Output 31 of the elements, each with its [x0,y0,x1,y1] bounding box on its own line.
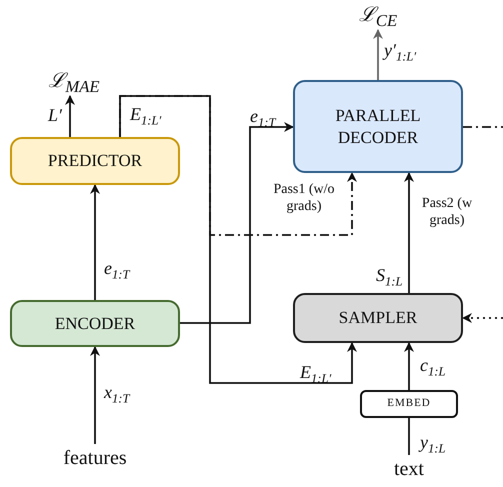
process-box: PARALLEL DECODER [293,80,463,173]
input-label: features [52,444,138,472]
arrow [119,95,357,236]
arrow [404,172,414,293]
arrow [180,122,294,324]
arrow [65,95,75,137]
process-box: PREDICTOR [10,137,180,185]
process-box: SAMPLER [293,293,463,343]
edge-label: c$_{1:L}$ [420,355,446,380]
loss-label: ℒ$_{MAE}$ [36,66,112,96]
arrow [404,342,414,390]
loss-label: ℒ$_{CE}$ [350,0,406,30]
edge-label: E$_{1:L′}$ [130,104,162,129]
edge-label: y′$_{1:L′}$ [384,40,416,65]
arrow [119,95,357,384]
process-box: ENCODER [10,300,180,347]
edge-label: L′ [48,105,62,127]
edge-label: Pass2 (w grads) [420,196,474,230]
edge-label: e$_{1:T}$ [250,106,276,131]
input-label: text [384,455,434,483]
arrow [90,346,100,444]
edge-label: Pass1 (w/o grads) [272,182,336,216]
variable-label: S$_{1:L}$ [376,265,402,290]
edge-label: e$_{1:T}$ [104,258,130,283]
process-box: EMBED [360,390,458,418]
variable-label: E$_{1:L′}$ [300,362,332,387]
edge-label: y$_{1:L}$ [420,432,446,457]
arrow [462,313,503,323]
edge-label: x$_{1:T}$ [104,382,130,407]
arrow [373,29,383,80]
arrow [90,184,100,300]
